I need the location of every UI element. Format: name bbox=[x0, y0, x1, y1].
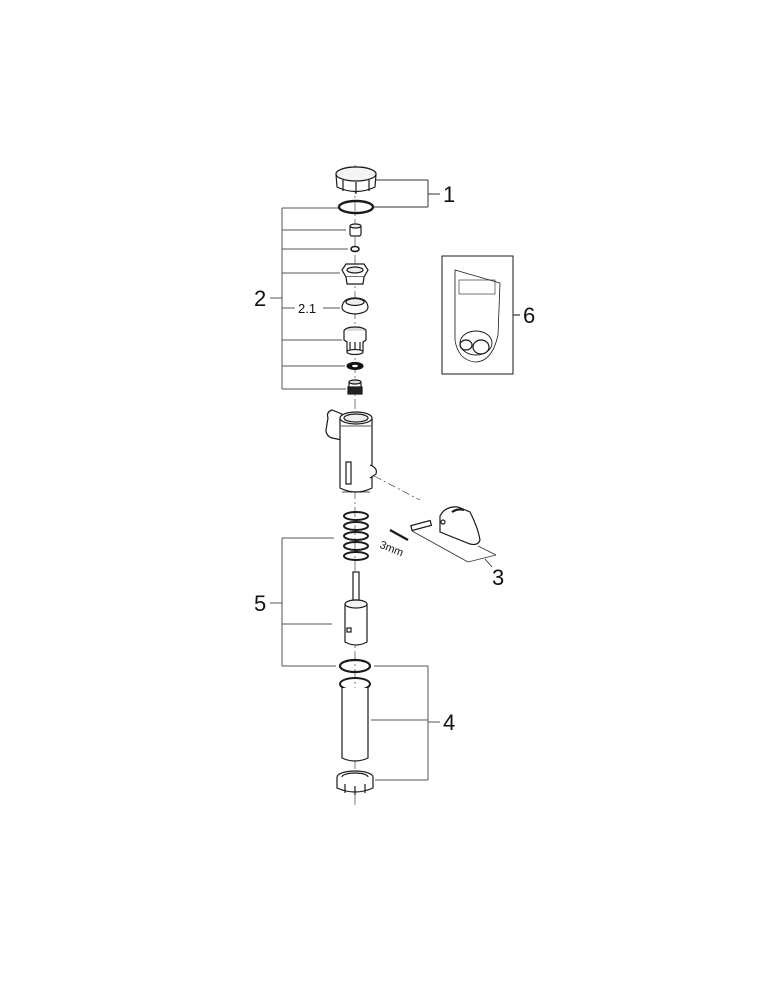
seal-cone-2-1 bbox=[341, 297, 369, 315]
callout-4: 4 bbox=[443, 710, 456, 735]
hex-nut-valve bbox=[341, 263, 369, 285]
spring bbox=[343, 511, 369, 561]
callout-3: 3 bbox=[492, 565, 505, 590]
seal-kit-bag bbox=[441, 255, 520, 375]
callout-1: 1 bbox=[443, 182, 456, 207]
small-washer bbox=[350, 245, 360, 253]
tube bbox=[339, 677, 371, 762]
callout-2-1: 2.1 bbox=[298, 301, 317, 316]
union-nut bbox=[336, 770, 374, 795]
lever-handle bbox=[439, 506, 481, 546]
bracket-5 bbox=[270, 537, 336, 667]
bracket-4 bbox=[371, 665, 440, 781]
hex-key bbox=[389, 528, 409, 542]
callout-6: 6 bbox=[523, 303, 536, 328]
o-ring-top bbox=[337, 199, 375, 215]
threaded-insert bbox=[347, 379, 363, 395]
valve-body-insert bbox=[343, 326, 367, 356]
cap-part bbox=[335, 166, 377, 194]
bracket-1 bbox=[374, 179, 440, 208]
callout-5: 5 bbox=[254, 591, 267, 616]
bracket-2 bbox=[270, 207, 348, 390]
pin bbox=[410, 519, 433, 532]
small-bushing bbox=[349, 223, 362, 237]
o-ring-lower bbox=[338, 658, 372, 674]
valve-housing bbox=[325, 409, 421, 501]
callout-2: 2 bbox=[254, 286, 267, 311]
piston bbox=[344, 571, 368, 646]
black-washer bbox=[346, 361, 364, 371]
bracket-3 bbox=[411, 530, 497, 568]
